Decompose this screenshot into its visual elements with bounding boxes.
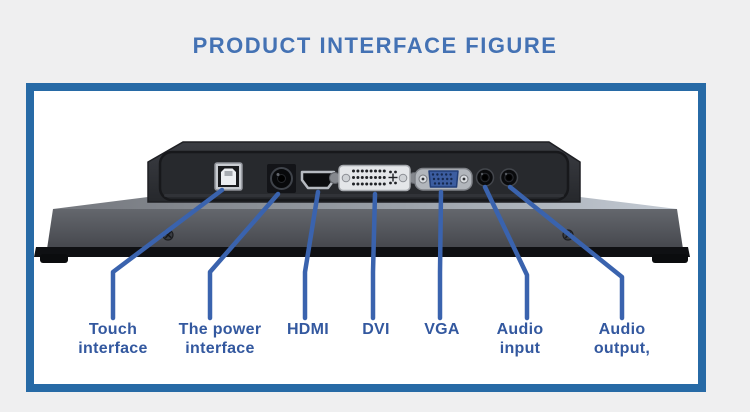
port-label-line: interface bbox=[185, 340, 255, 357]
leader-line-audio-output bbox=[507, 184, 625, 321]
port-label-vga: VGA bbox=[387, 320, 497, 339]
page-title: PRODUCT INTERFACE FIGURE bbox=[192, 33, 558, 58]
monitor-right-foot bbox=[652, 254, 688, 263]
leader-line-vga bbox=[437, 189, 444, 321]
figure-frame: Touch interface The power interface HDMI… bbox=[26, 83, 706, 392]
monitor-bottom-bar bbox=[47, 209, 683, 249]
monitor-left-foot bbox=[40, 254, 68, 263]
monitor-base-strip bbox=[34, 247, 690, 257]
port-label-power: The power interface bbox=[165, 320, 275, 358]
port-label-line: input bbox=[499, 340, 541, 357]
port-label-line: Audio bbox=[598, 321, 646, 338]
port-label-line: Touch bbox=[88, 321, 138, 338]
vga-port-icon bbox=[414, 167, 473, 191]
panel-bottom-highlight bbox=[164, 194, 564, 197]
port-label-line: HDMI bbox=[286, 321, 330, 338]
port-label-hdmi: HDMI bbox=[253, 320, 363, 339]
port-label-line: Audio bbox=[496, 321, 544, 338]
leader-line-touch bbox=[110, 187, 225, 321]
power-jack-icon bbox=[267, 164, 296, 193]
port-label-audio-output: Audio output, bbox=[567, 320, 677, 358]
port-label-line: VGA bbox=[424, 321, 460, 338]
leader-line-power bbox=[207, 191, 281, 321]
leader-line-audio-input bbox=[482, 184, 530, 321]
port-label-line: DVI bbox=[362, 321, 390, 338]
leader-line-hdmi bbox=[302, 189, 321, 321]
port-label-dvi: DVI bbox=[321, 320, 431, 339]
dvi-port-icon bbox=[329, 164, 420, 192]
hdmi-port-icon bbox=[300, 170, 336, 190]
port-label-line: The power bbox=[178, 321, 262, 338]
usb-b-port-icon bbox=[214, 162, 243, 191]
port-label-audio-input: Audio input bbox=[465, 320, 575, 358]
monitor-rear-photo bbox=[34, 141, 690, 321]
leader-line-dvi bbox=[370, 191, 378, 321]
port-label-line: interface bbox=[78, 340, 148, 357]
audio-output-jack-icon bbox=[499, 168, 519, 187]
audio-input-jack-icon bbox=[475, 168, 495, 187]
port-label-line: output, bbox=[593, 340, 651, 357]
port-label-touch: Touch interface bbox=[58, 320, 168, 358]
